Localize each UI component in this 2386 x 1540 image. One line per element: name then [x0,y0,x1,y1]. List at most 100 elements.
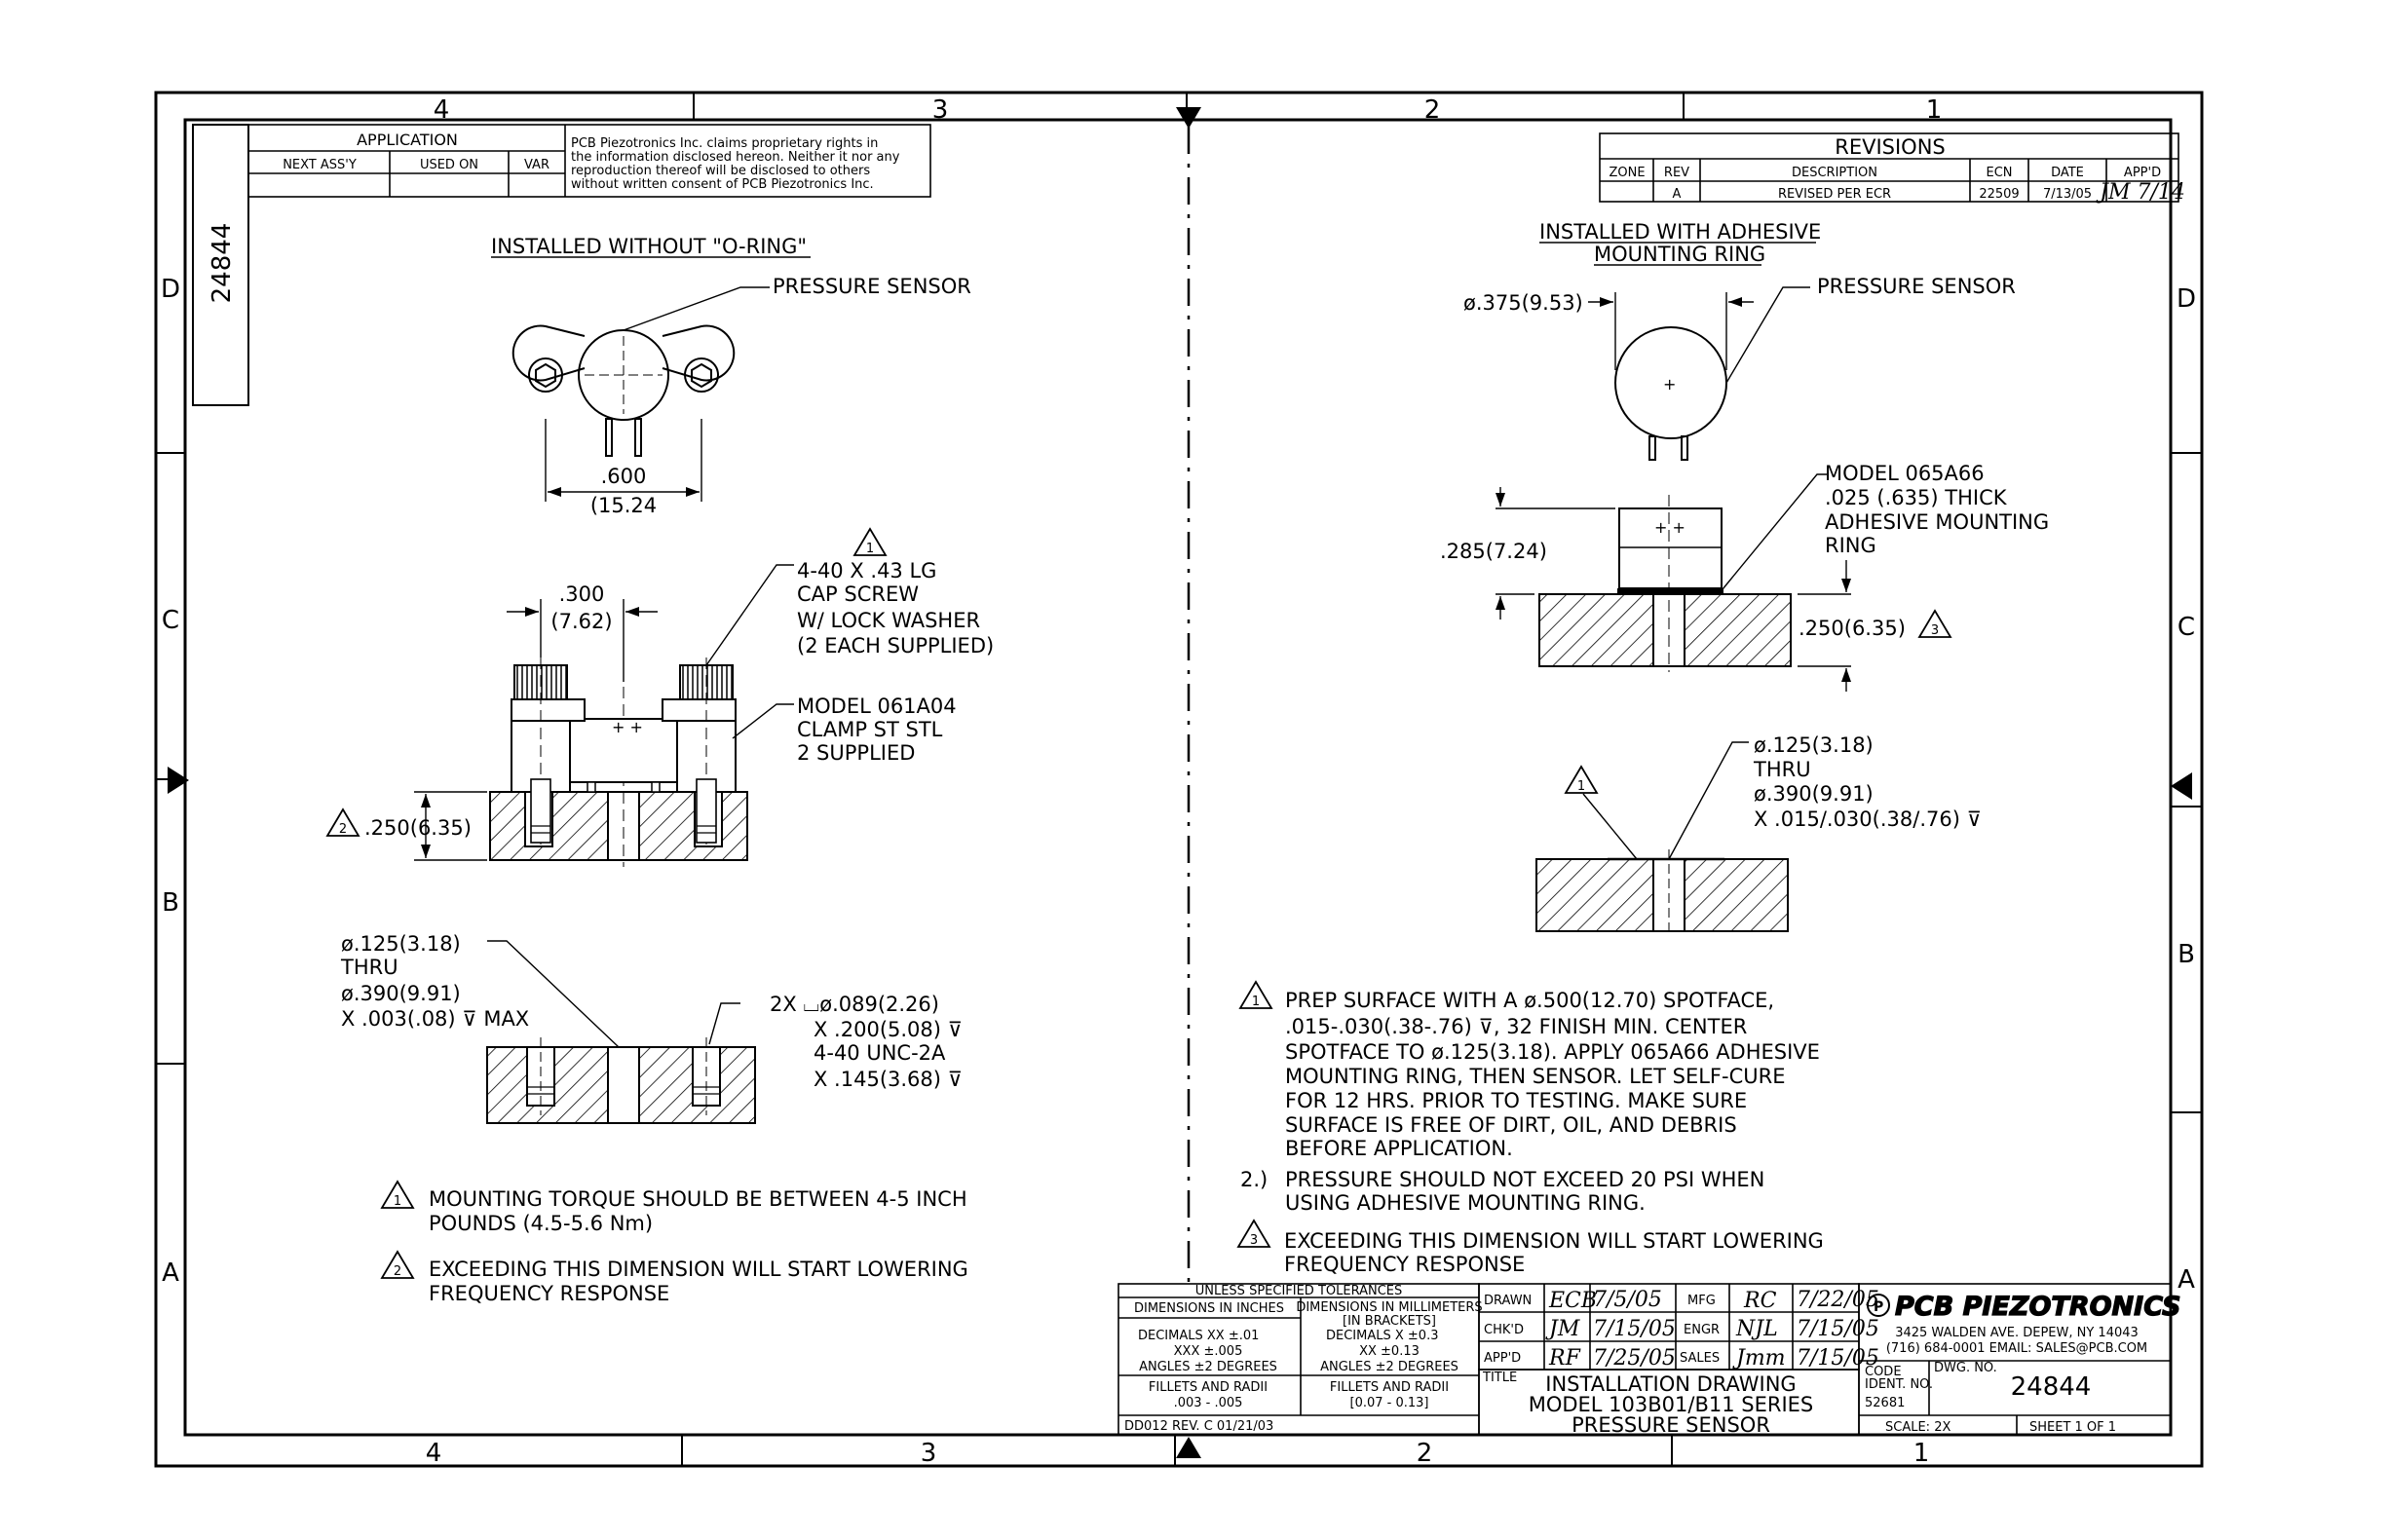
note-1-marker: 1 [394,1194,401,1209]
right-note-1: MOUNTING RING, THEN SENSOR. LET SELF-CUR… [1285,1065,1785,1088]
inch-tol-line: ANGLES ±2 DEGREES [1139,1360,1277,1374]
dim-600-mm: (15.24 [590,494,657,517]
cap-screw-line: (2 EACH SUPPLIED) [797,634,994,657]
right-hole-line: THRU [1753,758,1811,781]
center-plus-icon: + [1663,375,1676,394]
zone-bottom-1: 1 [1913,1439,1930,1468]
row-left-c: C [162,606,179,635]
proprietary-line: reproduction thereof will be disclosed t… [571,164,870,178]
right-hole-line: X .015/.030(.38/.76) ⊽ [1754,808,1982,831]
right-title-1: INSTALLED WITH ADHESIVE [1539,220,1821,244]
tap-line: 2X ⌴ø.089(2.26) [770,993,939,1016]
right-note-1: .015-.030(.38-.76) ⊽, 32 FINISH MIN. CEN… [1285,1015,1747,1038]
application-var: VAR [524,158,549,172]
rev-row-ecn: 22509 [1979,187,2019,202]
zone-top-1: 1 [1926,95,1943,125]
proprietary-line: the information disclosed hereon. Neithe… [571,150,900,165]
title-label: TITLE [1482,1371,1517,1385]
dim-250-left: .250(6.35) [364,816,472,840]
cap-screw-line: 4-40 X .43 LG [797,559,936,582]
inch-tol-line: DECIMALS XX ±.01 [1138,1329,1259,1343]
sales-label: SALES [1680,1351,1720,1366]
row-right-d: D [2177,284,2196,314]
center-arrows [168,107,2192,1458]
fillet-mm: [0.07 - 0.13] [1350,1396,1429,1410]
chkd-date: 7/15/05 [1593,1317,1676,1341]
drawn-label: DRAWN [1484,1294,1532,1308]
zone-bottom-2: 2 [1417,1439,1433,1468]
note-triangle-icon [1236,1219,1271,1248]
signoff-block: DRAWN ECB 7/5/05 MFG RC 7/22/05 CHK'D JM… [1478,1283,1879,1371]
mm-header: DIMENSIONS IN MILLIMETERS [1296,1300,1482,1315]
rev-head-ecn: ECN [1986,166,2012,180]
sales-date: 7/15/05 [1797,1346,1879,1371]
left-notes: 1 MOUNTING TORQUE SHOULD BE BETWEEN 4-5 … [380,1180,968,1305]
right-title-2: MOUNTING RING [1594,243,1765,266]
application-header: APPLICATION [357,131,458,149]
left-note-2: EXCEEDING THIS DIMENSION WILL START LOWE… [429,1258,968,1281]
model-line: .025 (.635) THICK [1825,486,2008,509]
right-note-1-marker: 1 [1252,995,1260,1009]
dwg-no-label: DWG. NO. [1934,1361,1997,1375]
left-hole-line: ø.125(3.18) [341,932,461,956]
left-pressure-sensor-label: PRESSURE SENSOR [773,275,971,298]
dia-375: ø.375(9.53) [1463,291,1583,315]
right-hole-section: 1 ø.125(3.18) THRU ø.390(9.91) X .015/.0… [1535,733,1982,935]
note-triangle-icon [1238,980,1273,1009]
note-triangle-icon [380,1250,415,1279]
note-2-marker: 2 [394,1264,401,1279]
sheet-number: SHEET 1 OF 1 [2029,1420,2116,1435]
rev-row-appd: JM 7/14 [2096,180,2185,205]
right-note-1: PREP SURFACE WITH A ø.500(12.70) SPOTFAC… [1285,989,1774,1012]
rev-head-zone: ZONE [1609,166,1645,180]
left-clamp-section: + + [325,527,994,867]
row-right-c: C [2178,613,2195,642]
right-hole-line: ø.125(3.18) [1754,733,1874,757]
rev-head-appd: APP'D [2124,166,2161,180]
note-triangle-icon [1917,609,1952,638]
row-left-d: D [161,275,180,304]
engr-date: 7/15/05 [1797,1317,1879,1341]
crosshair-icon: + + [612,718,643,736]
dim-250-right: .250(6.35) [1799,617,1906,640]
left-hole-line: ø.390(9.91) [341,982,461,1005]
cap-screw-line: CAP SCREW [797,582,919,606]
note-triangle-icon [852,527,888,556]
mm-tol-line: DECIMALS X ±0.3 [1326,1329,1438,1343]
right-note-3: EXCEEDING THIS DIMENSION WILL START LOWE… [1284,1229,1824,1253]
mm-tol-line: ANGLES ±2 DEGREES [1320,1360,1458,1374]
right-hole-line: ø.390(9.91) [1754,782,1874,806]
tolerances-header: UNLESS SPECIFIED TOLERANCES [1195,1284,1403,1298]
title-line: MODEL 103B01/B11 SERIES [1529,1393,1814,1416]
left-hole-section: ø.125(3.18) THRU ø.390(9.91) X .003(.08)… [340,932,963,1124]
sales-by: Jmm [1732,1346,1786,1371]
fillet-inch: .003 - .005 [1174,1396,1243,1410]
left-hole-line: THRU [340,956,398,979]
left-note-1: MOUNTING TORQUE SHOULD BE BETWEEN 4-5 IN… [429,1187,967,1211]
rev-head-rev: REV [1664,166,1689,180]
company-address: 3425 WALDEN AVE. DEPEW, NY 14043 [1895,1326,2139,1340]
dwg-number: 24844 [2011,1372,2092,1402]
mfg-by: RC [1743,1289,1777,1313]
zone-top-4: 4 [434,95,450,125]
right-pressure-sensor-label: PRESSURE SENSOR [1817,275,2016,298]
right-notes: 1 PREP SURFACE WITH A ø.500(12.70) SPOTF… [1236,980,1824,1276]
rev-head-date: DATE [2051,166,2084,180]
row-right-a: A [2178,1265,2195,1295]
left-note-1: POUNDS (4.5-5.6 Nm) [429,1212,653,1235]
right-note-1: SPOTFACE TO ø.125(3.18). APPLY 065A66 AD… [1285,1040,1820,1064]
zone-bottom-4: 4 [426,1439,442,1468]
tap-line: X .200(5.08) ⊽ [814,1018,963,1041]
left-title: INSTALLED WITHOUT "O-RING" [491,235,807,258]
model-line: ADHESIVE MOUNTING [1825,510,2049,534]
chkd-by: JM [1545,1317,1580,1341]
company-name: PCB PIEZOTRONICS [1895,1292,2181,1322]
fillet-label-mm: FILLETS AND RADII [1330,1380,1449,1395]
cap-screw-line: W/ LOCK WASHER [797,609,980,632]
clamp-line: 2 SUPPLIED [797,741,915,765]
pcb-logo: P PCB PIEZOTRONICS [1867,1291,2181,1323]
clamp-line: CLAMP ST STL [797,718,943,741]
code-ident: 52681 [1865,1396,1905,1410]
drawn-by: ECB [1548,1289,1597,1313]
